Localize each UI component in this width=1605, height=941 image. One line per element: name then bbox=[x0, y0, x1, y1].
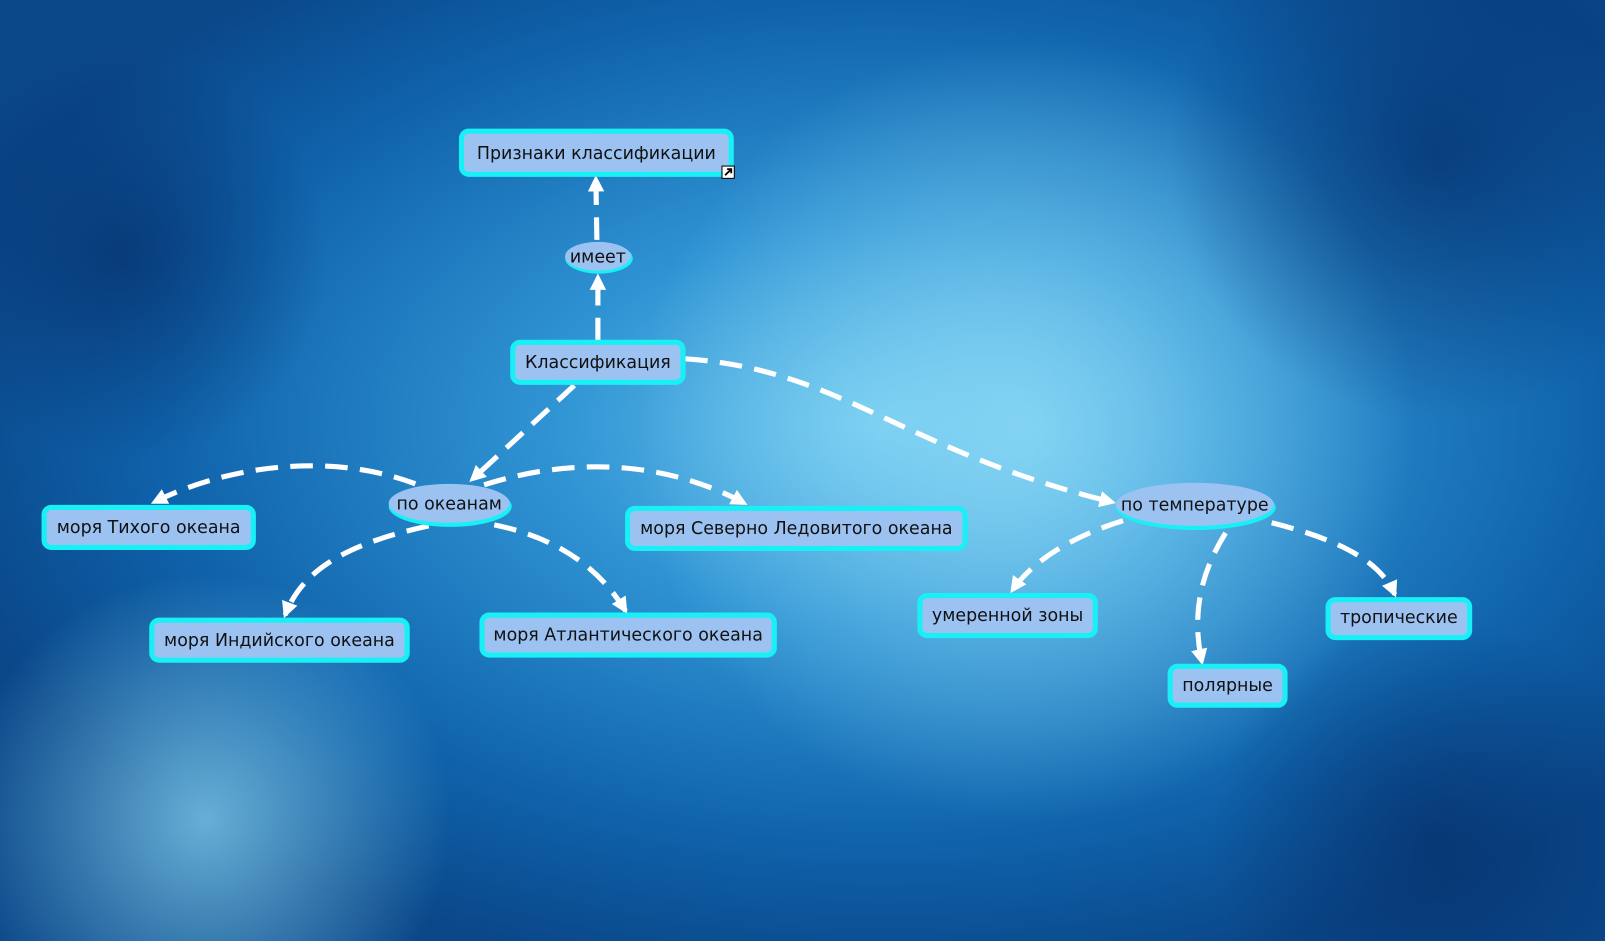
edges bbox=[150, 175, 1398, 666]
link-po-temperature[interactable]: по температуре bbox=[1115, 482, 1276, 530]
edge-po-temperature-polyarnye bbox=[1191, 531, 1228, 666]
link-label: по океанам bbox=[396, 494, 501, 514]
concept-label: моря Тихого океана bbox=[57, 518, 241, 538]
concept-atlanticheskogo[interactable]: моря Атлантического океана bbox=[479, 612, 777, 658]
concept-label: тропические bbox=[1340, 608, 1458, 628]
concept-label: Признаки классификации bbox=[477, 144, 716, 164]
concept-polyarnye[interactable]: полярные bbox=[1167, 663, 1288, 708]
link-label: имеет bbox=[570, 247, 626, 267]
concept-tikhogo[interactable]: моря Тихого океана bbox=[41, 504, 256, 550]
concept-label: моря Северно Ледовитого океана bbox=[640, 519, 952, 539]
edge-po-temperature-umerennoy bbox=[1010, 518, 1124, 594]
concept-priznaki[interactable]: Признаки классификации bbox=[458, 128, 734, 177]
edge-po-okeanam-indiyskogo bbox=[282, 523, 430, 619]
concept-tropicheskie[interactable]: тропические bbox=[1325, 597, 1473, 641]
concept-label: моря Атлантического океана bbox=[493, 626, 762, 646]
link-imeet[interactable]: имеет bbox=[565, 241, 633, 274]
concept-label: умеренной зоны bbox=[932, 606, 1083, 626]
link-po-okeanam[interactable]: по океанам bbox=[388, 483, 512, 527]
concept-label: моря Индийского океана bbox=[164, 631, 395, 651]
link-arrow-icon[interactable] bbox=[721, 165, 735, 179]
concept-label: Классификация bbox=[525, 353, 671, 373]
edge-klassifikaciya-po-okeanam bbox=[469, 383, 577, 482]
edge-po-temperature-tropicheskie bbox=[1271, 520, 1398, 598]
concept-severno[interactable]: моря Северно Ледовитого океана bbox=[625, 505, 968, 551]
edge-po-okeanam-tikhogo bbox=[150, 463, 417, 505]
concept-klassifikaciya[interactable]: Классификация bbox=[510, 339, 686, 385]
edge-po-okeanam-atlanticheskogo bbox=[493, 522, 628, 614]
edge-po-okeanam-severno bbox=[483, 464, 748, 506]
concept-umerennoy[interactable]: умеренной зоны bbox=[917, 592, 1098, 639]
edge-imeet-priznaki bbox=[587, 175, 605, 240]
link-label: по температуре bbox=[1121, 495, 1269, 515]
concept-indiyskogo[interactable]: моря Индийского океана bbox=[149, 617, 410, 663]
concept-label: полярные bbox=[1182, 676, 1273, 696]
